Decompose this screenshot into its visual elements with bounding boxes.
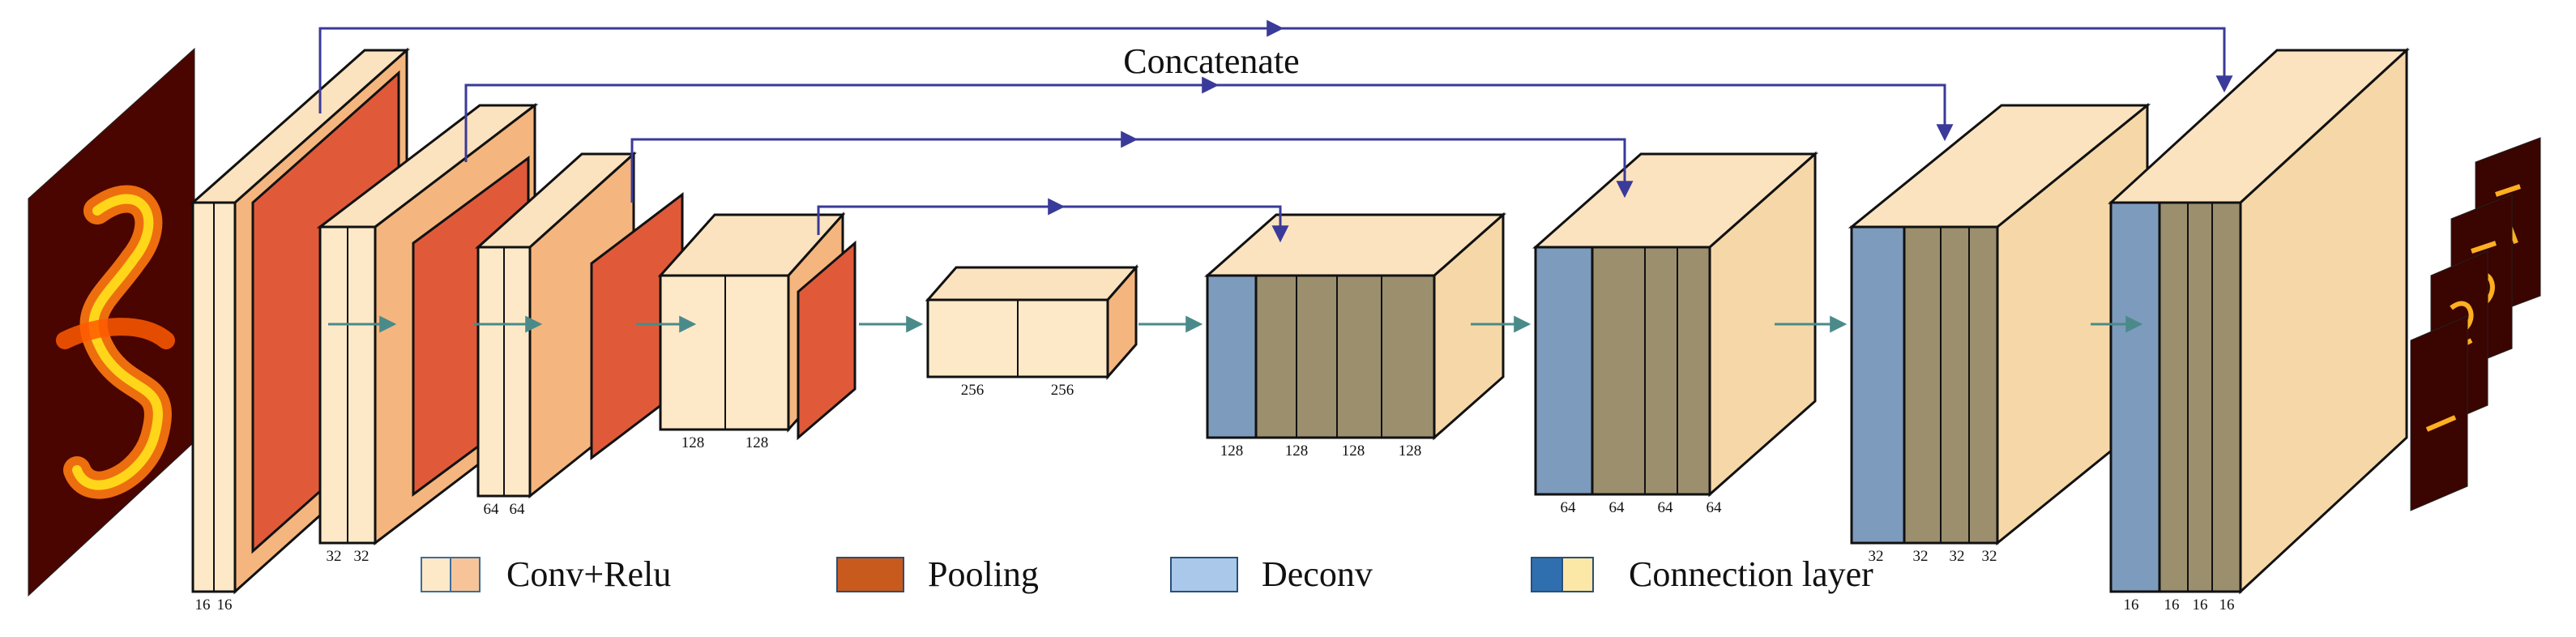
legend: Conv+Relu Pooling Deconv Connection laye… [421,554,1873,594]
dec1-label-1: 128 [1220,442,1244,460]
dec1-label-3: 128 [1342,442,1365,460]
encoder-block-5 [925,264,1139,380]
decoder-block-2 [1532,151,1818,498]
dec3-label-3: 32 [1950,548,1965,565]
dec2-label-1: 64 [1561,499,1577,516]
legend-item-conv: Conv+Relu [421,554,671,594]
dec2-label-2: 64 [1609,499,1625,516]
enc3-label-1: 64 [484,501,500,518]
enc4-label-1: 128 [681,434,705,451]
skip-arrow-4 [817,205,1289,243]
enc5-label-1: 256 [961,382,985,399]
encoder-block-4 [657,212,857,441]
dec2-label-3: 64 [1658,499,1674,516]
dec3-label-2: 32 [1913,548,1929,565]
input-heatmap-image [28,47,195,597]
dec4-label-3: 16 [2193,596,2208,613]
enc5-label-2: 256 [1051,382,1074,399]
enc2-label-2: 32 [354,548,370,565]
skip-arrow-2 [464,83,1954,162]
dec4-label-1: 16 [2124,596,2139,613]
legend-label-pool: Pooling [928,554,1039,594]
enc3-label-2: 64 [510,501,526,518]
output-character-crops [2410,137,2541,511]
legend-label-connection: Connection layer [1629,554,1873,594]
legend-label-deconv: Deconv [1262,554,1373,594]
enc4-label-2: 128 [745,434,769,451]
decoder-block-4 [2108,47,2410,595]
legend-item-deconv: Deconv [1170,554,1373,594]
dec2-label-4: 64 [1707,499,1723,516]
dec3-label-4: 32 [1982,548,1997,565]
legend-item-connection: Connection layer [1531,554,1873,594]
legend-item-pool: Pooling [836,554,1039,594]
legend-label-conv: Conv+Relu [506,554,671,594]
dec1-label-2: 128 [1285,442,1309,460]
skip-connections [318,19,2233,243]
enc1-label-1: 16 [195,596,211,613]
dec3-label-1: 32 [1869,548,1884,565]
decoder-block-1 [1204,212,1506,441]
output-crop-4 [2410,315,2468,511]
skip-arrow-3 [630,138,1634,203]
dec4-label-2: 16 [2164,596,2180,613]
concatenate-label: Concatenate [1123,41,1299,81]
enc1-label-2: 16 [217,596,233,613]
layer-labels: 16 16 32 32 64 64 128 128 256 256 128 12… [195,382,2235,613]
dec1-label-4: 128 [1399,442,1422,460]
enc2-label-1: 32 [327,548,342,565]
dec4-label-4: 16 [2219,596,2235,613]
